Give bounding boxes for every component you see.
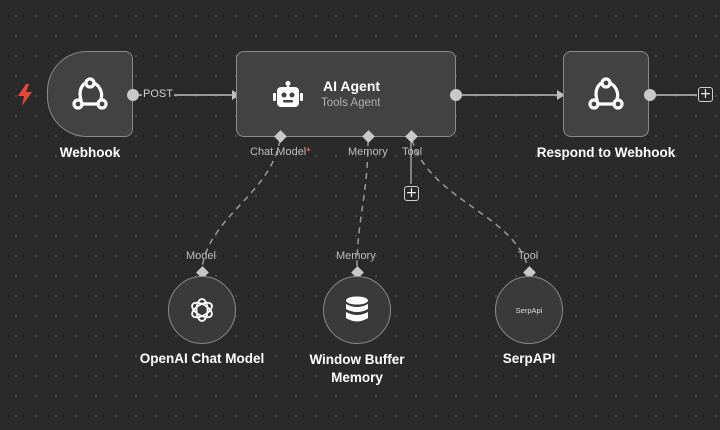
- ai-agent-title: AI Agent: [323, 78, 381, 94]
- respond-to-webhook-node[interactable]: [563, 51, 649, 137]
- serpapi-connection-label: Tool: [518, 250, 539, 262]
- webhook-icon: [72, 77, 108, 110]
- memory-title-line2: Memory: [331, 370, 383, 385]
- robot-icon: [273, 81, 303, 109]
- trigger-indicator: [16, 84, 34, 106]
- connection-model[interactable]: [201, 139, 281, 269]
- connection-memory[interactable]: [356, 139, 369, 269]
- add-node-button[interactable]: +: [698, 86, 713, 102]
- respond-output-handle[interactable]: [644, 89, 656, 101]
- main-connection-agent-respond[interactable]: [462, 90, 565, 100]
- ai-agent-node[interactable]: AI Agent Tools Agent: [236, 51, 456, 137]
- add-tool-button[interactable]: +: [404, 185, 419, 201]
- serpapi-logo: SerpApi: [515, 305, 543, 315]
- webhook-node-title: Webhook: [59, 145, 121, 160]
- chat-model-input-label: Chat Model*: [250, 146, 311, 158]
- memory-connection-label: Memory: [336, 250, 376, 262]
- lightning-bolt-icon: [18, 84, 32, 106]
- openai-chat-model-node[interactable]: [168, 276, 236, 344]
- database-icon: [346, 296, 368, 322]
- memory-input-label: Memory: [348, 146, 388, 158]
- tool-input-label: Tool: [402, 146, 423, 158]
- serpapi-node[interactable]: SerpApi: [495, 276, 563, 344]
- memory-title-line1: Window Buffer: [309, 352, 405, 367]
- serpapi-node-title: SerpAPI: [502, 351, 556, 366]
- openai-node-title: OpenAI Chat Model: [139, 351, 265, 366]
- webhook-output-label: POST: [142, 88, 174, 100]
- required-marker: *: [306, 146, 311, 158]
- window-buffer-memory-node[interactable]: [323, 276, 391, 344]
- openai-icon: [191, 298, 213, 322]
- webhook-node[interactable]: [47, 51, 133, 137]
- chat-model-input-text: Chat Model: [250, 146, 307, 158]
- ai-agent-subtitle: Tools Agent: [321, 97, 381, 109]
- respond-node-title: Respond to Webhook: [536, 145, 676, 160]
- connection-tool[interactable]: [411, 139, 529, 269]
- ai-agent-output-handle[interactable]: [450, 89, 462, 101]
- openai-connection-label: Model: [186, 250, 216, 262]
- webhook-icon: [588, 77, 624, 110]
- memory-node-title: Window Buffer Memory: [287, 351, 427, 387]
- webhook-output-handle[interactable]: [127, 89, 139, 101]
